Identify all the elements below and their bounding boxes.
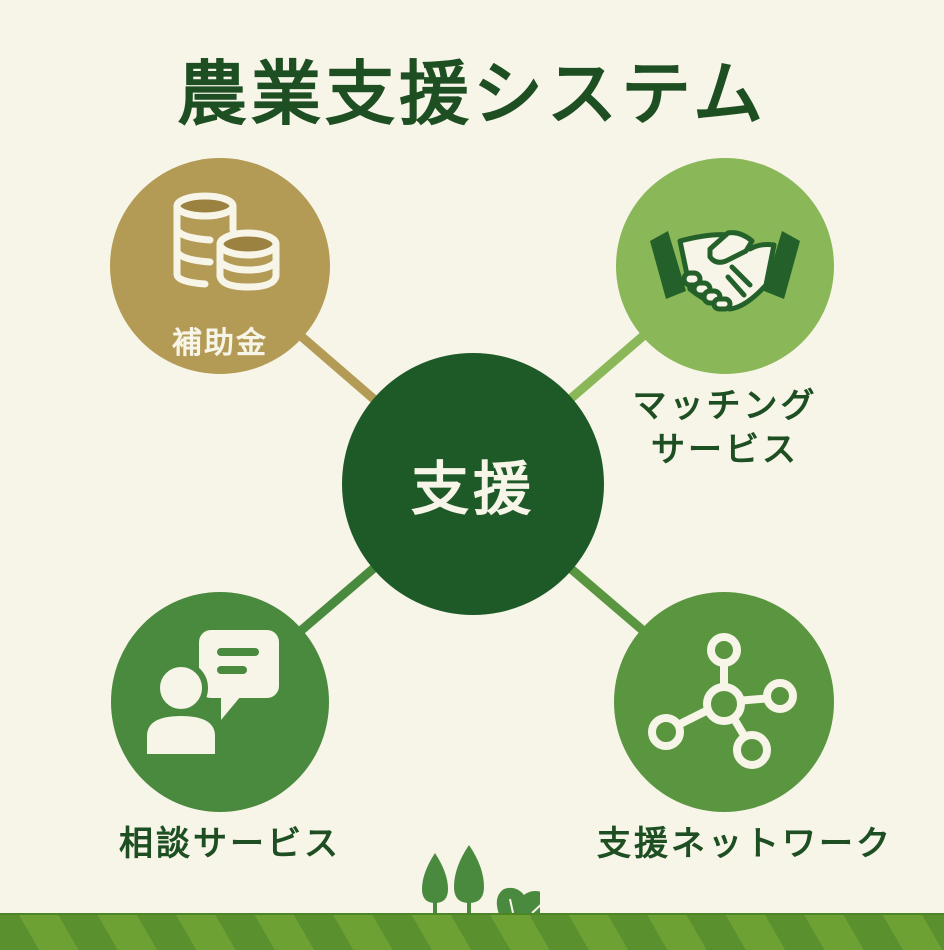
- node-subsidy[interactable]: 補助金: [110, 158, 330, 374]
- matching-label-line2: サービス: [651, 430, 799, 470]
- node-matching[interactable]: [616, 158, 834, 374]
- coins-icon: [170, 190, 280, 300]
- network-icon: [644, 632, 804, 772]
- node-matching-label: マッチング サービス: [600, 384, 850, 472]
- tree-icon: [422, 853, 448, 915]
- node-subsidy-label: 補助金: [172, 326, 268, 361]
- tree-icon: [454, 845, 484, 917]
- node-network[interactable]: [614, 592, 834, 812]
- handshake-icon: [650, 211, 800, 321]
- ground-field: [0, 913, 944, 950]
- node-consultation[interactable]: [111, 592, 329, 812]
- page-title: 農業支援システム: [177, 53, 767, 135]
- bush-icon: [496, 887, 540, 917]
- person-chat-icon: [145, 626, 285, 756]
- trees-decoration: [422, 845, 540, 917]
- matching-label-line1: マッチング: [632, 386, 818, 426]
- node-consultation-label: 相談サービス: [119, 824, 341, 864]
- center-label: 支援: [410, 455, 535, 523]
- center-node[interactable]: 支援: [342, 353, 604, 615]
- node-network-label: 支援ネットワーク: [597, 824, 893, 864]
